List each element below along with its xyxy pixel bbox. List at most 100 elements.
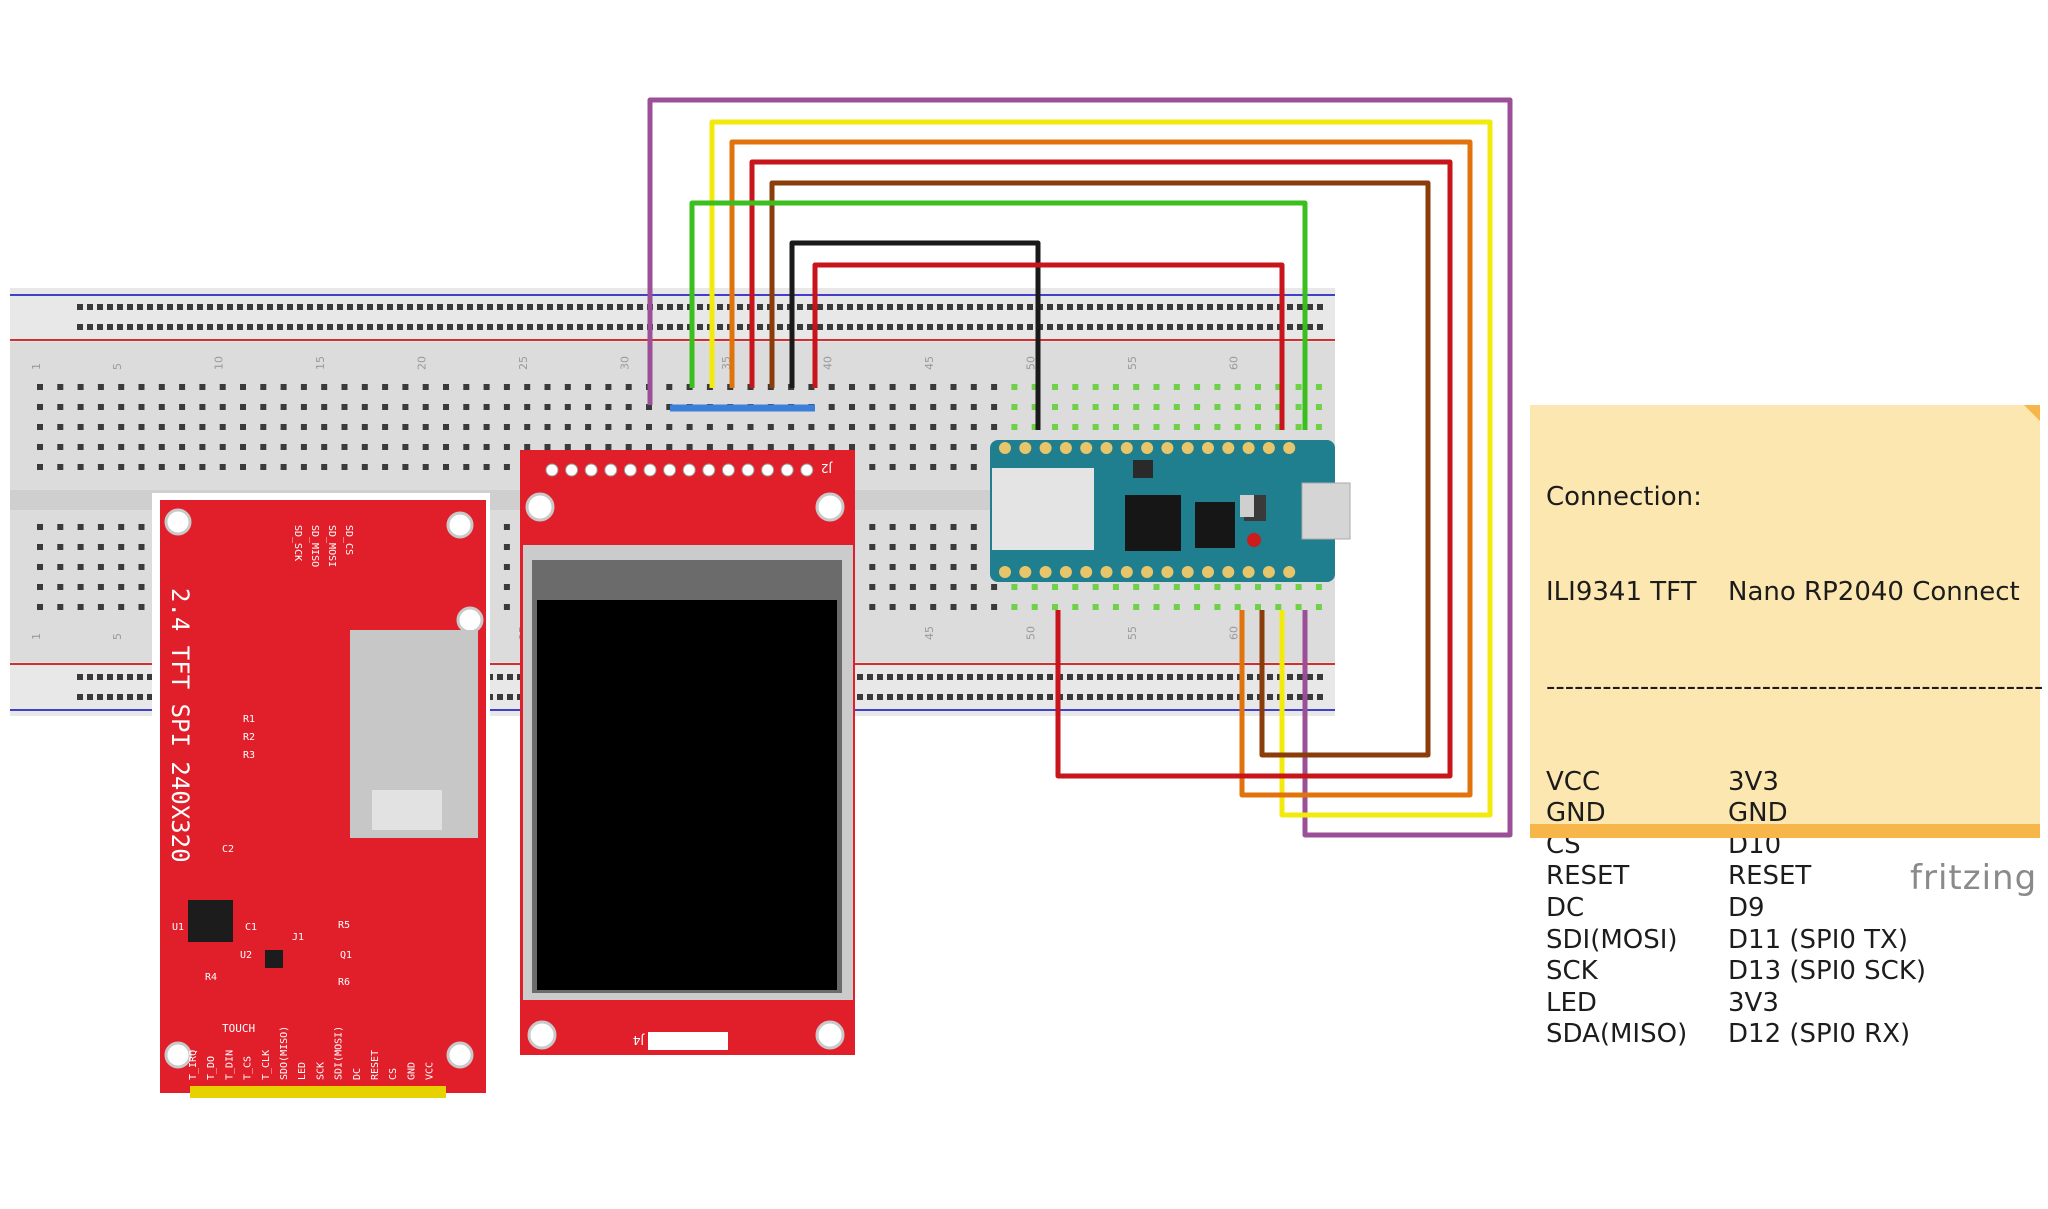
breadboard-hole bbox=[1267, 694, 1273, 700]
breadboard-hole bbox=[97, 694, 103, 700]
breadboard-hole bbox=[1255, 584, 1261, 590]
breadboard-hole bbox=[1297, 304, 1303, 310]
breadboard-hole bbox=[907, 304, 913, 310]
tft-back-pin-label: T_DO bbox=[206, 1056, 217, 1080]
breadboard-hole bbox=[1067, 304, 1073, 310]
front-pin bbox=[741, 463, 755, 477]
breadboard-hole bbox=[686, 444, 693, 450]
breadboard-hole bbox=[1234, 584, 1241, 590]
breadboard-hole bbox=[483, 464, 490, 470]
breadboard-hole bbox=[909, 604, 916, 610]
breadboard-hole bbox=[1287, 304, 1293, 310]
nano-pin bbox=[1222, 442, 1235, 454]
breadboard-hole bbox=[1057, 324, 1063, 330]
breadboard-hole bbox=[1257, 324, 1263, 330]
breadboard-hole bbox=[666, 424, 673, 430]
breadboard-hole bbox=[207, 324, 213, 330]
breadboard-hole bbox=[537, 304, 543, 310]
breadboard-hole bbox=[1092, 604, 1099, 610]
breadboard-hole bbox=[1237, 304, 1243, 310]
breadboard-hole bbox=[1173, 404, 1180, 410]
breadboard-hole bbox=[917, 694, 923, 700]
breadboard-hole bbox=[625, 444, 632, 450]
breadboard-hole bbox=[341, 424, 348, 430]
breadboard-hole bbox=[1267, 674, 1273, 680]
breadboard-hole bbox=[1047, 304, 1053, 310]
breadboard-hole bbox=[625, 404, 632, 410]
breadboard-hole bbox=[869, 604, 876, 610]
breadboard-hole bbox=[828, 444, 835, 450]
breadboard-hole bbox=[487, 324, 493, 330]
wire-red bbox=[749, 159, 1453, 779]
breadboard-hole bbox=[197, 304, 203, 310]
nano-pin bbox=[1242, 566, 1255, 578]
label-j2: J2 bbox=[821, 461, 833, 475]
breadboard-hole bbox=[847, 304, 853, 310]
breadboard-hole bbox=[1067, 674, 1073, 680]
breadboard-hole bbox=[77, 674, 83, 680]
breadboard-hole bbox=[280, 424, 287, 430]
breadboard-hole bbox=[361, 404, 368, 410]
breadboard-hole bbox=[1227, 674, 1233, 680]
breadboard-hole bbox=[503, 564, 510, 570]
breadboard-hole bbox=[327, 304, 333, 310]
breadboard-hole bbox=[1217, 674, 1223, 680]
breadboard-hole bbox=[1092, 424, 1099, 430]
breadboard-hole bbox=[457, 324, 463, 330]
breadboard-hole bbox=[467, 304, 473, 310]
note-divider: ----------------------------------------… bbox=[1546, 671, 2044, 702]
breadboard-hole bbox=[1092, 404, 1099, 410]
breadboard-hole bbox=[930, 604, 937, 610]
breadboard-hole bbox=[467, 324, 473, 330]
breadboard-hole bbox=[970, 464, 977, 470]
breadboard-hole bbox=[77, 444, 84, 450]
breadboard-hole bbox=[287, 324, 293, 330]
sd-pin-label: SD_MOSI bbox=[326, 525, 337, 567]
breadboard-hole bbox=[987, 674, 993, 680]
note-row-right: D11 (SPI0 TX) bbox=[1728, 924, 1909, 955]
breadboard-hole bbox=[737, 304, 743, 310]
breadboard-hole bbox=[187, 304, 193, 310]
breadboard-hole bbox=[1127, 304, 1133, 310]
breadboard-hole bbox=[1037, 674, 1043, 680]
breadboard-hole bbox=[947, 694, 953, 700]
breadboard-hole bbox=[463, 384, 470, 390]
breadboard-hole bbox=[199, 404, 206, 410]
nano-pin bbox=[1161, 566, 1174, 578]
breadboard-hole bbox=[1153, 384, 1160, 390]
reset-button bbox=[1240, 495, 1254, 517]
breadboard-hole bbox=[817, 324, 823, 330]
column-number: 50 bbox=[1025, 626, 1038, 640]
note-row-left: LED bbox=[1546, 987, 1597, 1018]
breadboard-hole bbox=[544, 404, 551, 410]
breadboard-hole bbox=[970, 424, 977, 430]
breadboard-hole bbox=[77, 304, 83, 310]
breadboard-hole bbox=[547, 324, 553, 330]
breadboard-hole bbox=[877, 324, 883, 330]
breadboard-hole bbox=[950, 564, 957, 570]
breadboard-hole bbox=[1247, 674, 1253, 680]
breadboard-hole bbox=[77, 694, 83, 700]
breadboard-hole bbox=[977, 304, 983, 310]
breadboard-hole bbox=[503, 524, 510, 530]
breadboard-hole bbox=[77, 384, 84, 390]
breadboard-hole bbox=[77, 464, 84, 470]
breadboard-hole bbox=[147, 304, 153, 310]
breadboard-hole bbox=[1097, 324, 1103, 330]
nano-pin bbox=[1100, 442, 1113, 454]
breadboard-hole bbox=[357, 324, 363, 330]
breadboard-hole bbox=[217, 304, 223, 310]
breadboard-hole bbox=[427, 304, 433, 310]
breadboard-hole bbox=[179, 404, 186, 410]
breadboard-hole bbox=[991, 384, 998, 390]
breadboard-hole bbox=[1297, 674, 1303, 680]
breadboard-hole bbox=[237, 324, 243, 330]
breadboard-hole bbox=[179, 424, 186, 430]
breadboard-hole bbox=[87, 304, 93, 310]
breadboard-hole bbox=[607, 324, 613, 330]
breadboard-hole bbox=[666, 384, 673, 390]
note-header: ILI9341 TFT Nano RP2040 Connect bbox=[1546, 577, 2043, 609]
breadboard-hole bbox=[117, 324, 123, 330]
breadboard-hole bbox=[1147, 674, 1153, 680]
breadboard-hole bbox=[1052, 424, 1058, 430]
